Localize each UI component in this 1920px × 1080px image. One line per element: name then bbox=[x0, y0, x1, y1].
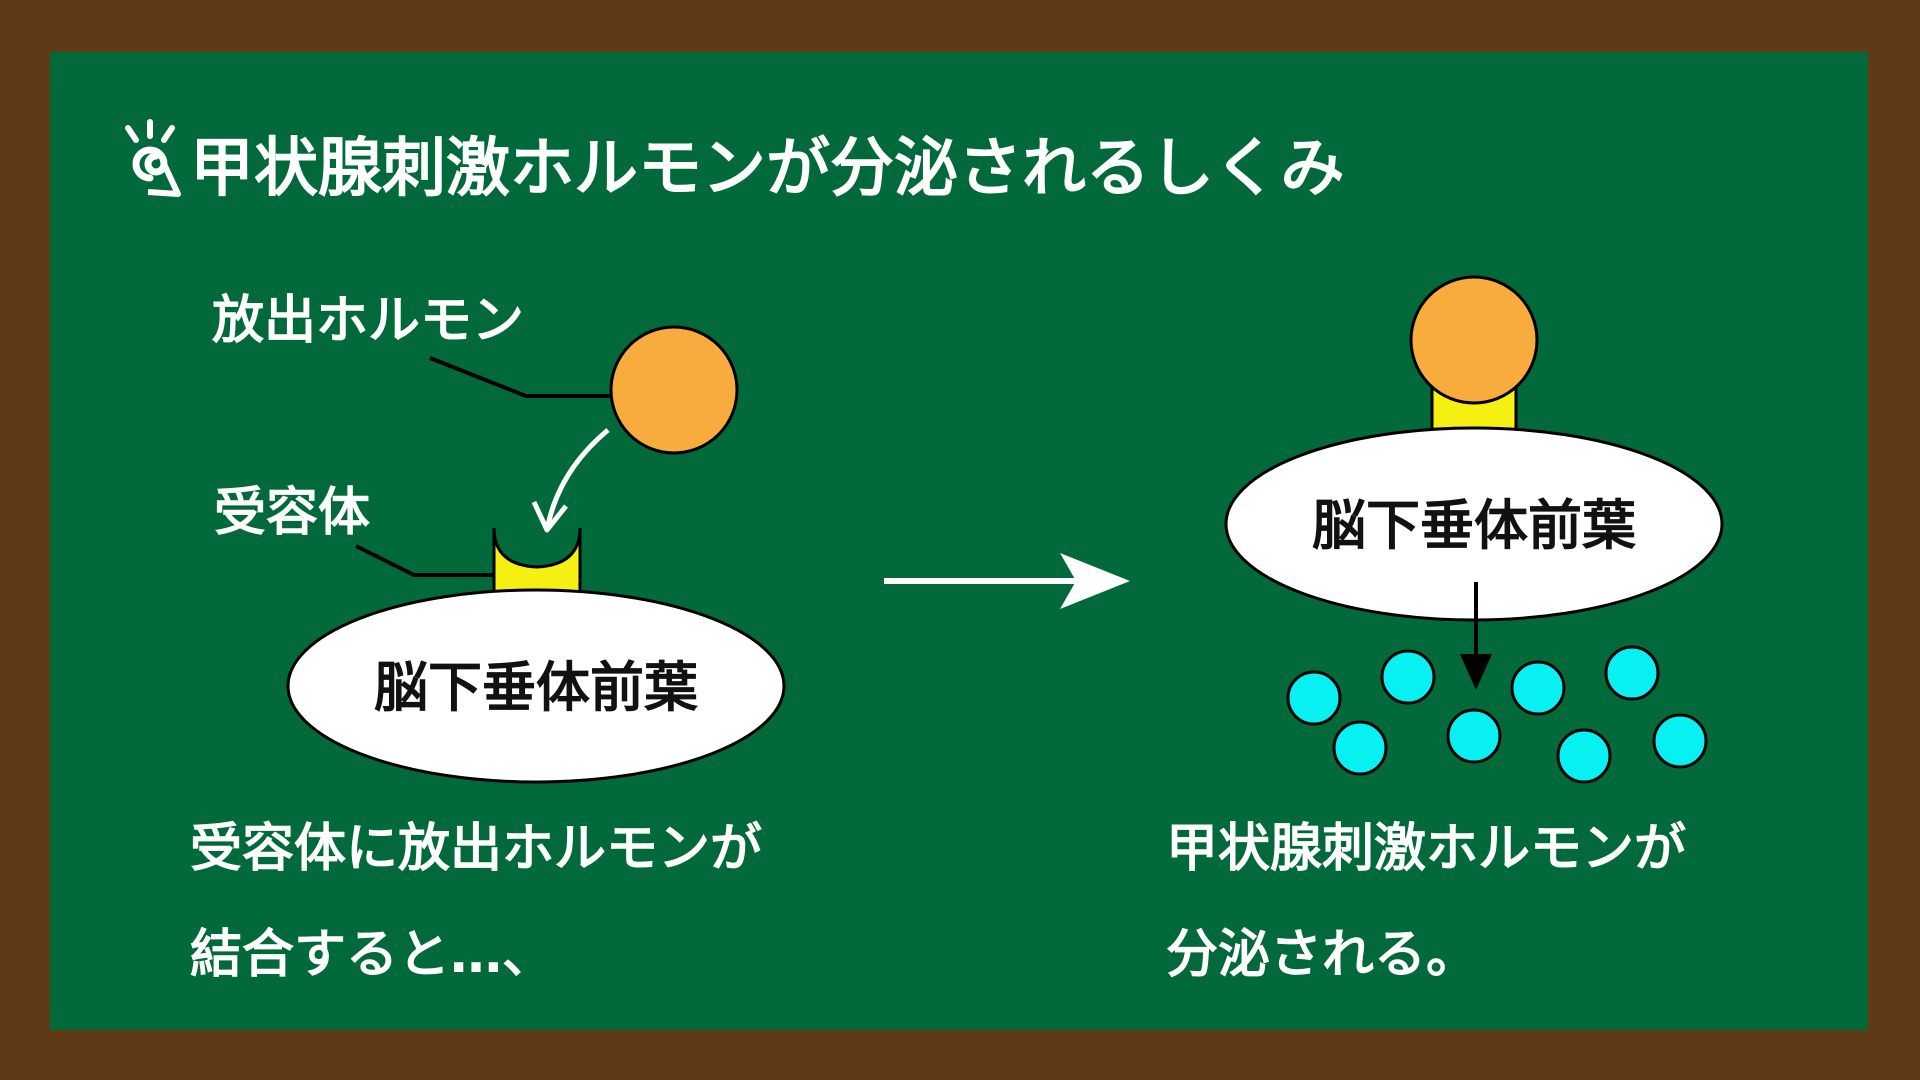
right-pituitary-label: 脳下垂体前葉 bbox=[1312, 494, 1637, 557]
tsh-particle bbox=[1286, 670, 1342, 726]
left-caption-line2: 結合すると…、 bbox=[190, 925, 554, 985]
receptor-cup bbox=[492, 527, 582, 597]
tsh-particle bbox=[1380, 649, 1436, 705]
release-hormone-circle bbox=[609, 325, 739, 455]
bound-release-hormone-circle bbox=[1409, 275, 1539, 405]
transition-arrow bbox=[884, 553, 1130, 609]
tsh-particle bbox=[1652, 713, 1708, 769]
left-pituitary-label: 脳下垂体前葉 bbox=[374, 656, 699, 719]
tsh-particle bbox=[1332, 720, 1388, 776]
receptor-label: 受容体 bbox=[214, 483, 370, 543]
tsh-particle bbox=[1446, 708, 1502, 764]
binding-curved-arrow bbox=[545, 428, 610, 526]
tsh-particles bbox=[1286, 645, 1708, 784]
binding-arrowhead bbox=[531, 500, 568, 533]
left-pituitary-ellipse bbox=[286, 588, 786, 784]
tsh-particle bbox=[1510, 660, 1566, 716]
tsh-particle bbox=[1556, 728, 1612, 784]
page-title: 甲状腺刺激ホルモンが分泌されるしくみ bbox=[190, 132, 1345, 206]
release-hormone-label: 放出ホルモン bbox=[212, 291, 524, 351]
receptor-leader-line bbox=[355, 544, 498, 577]
lightbulb-spiral-icon bbox=[125, 119, 181, 197]
tsh-particle bbox=[1604, 645, 1660, 701]
release-hormone-leader-line bbox=[429, 356, 632, 398]
secretion-arrow bbox=[1460, 582, 1492, 690]
right-caption-line1: 甲状腺刺激ホルモンが bbox=[1166, 819, 1686, 879]
left-caption-line1: 受容体に放出ホルモンが bbox=[190, 819, 762, 879]
right-caption-line2: 分泌される。 bbox=[1166, 925, 1478, 985]
